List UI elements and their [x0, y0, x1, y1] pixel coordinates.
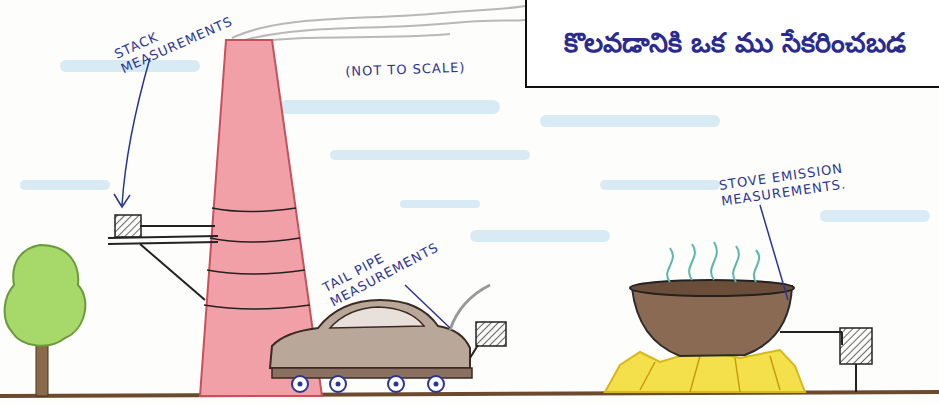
- handwritten-label: STOVE EMISSION MEASUREMENTS.: [718, 159, 861, 210]
- steam-lines: [667, 242, 759, 282]
- measurement-box: [115, 215, 141, 237]
- smoke-lines: [232, 6, 525, 42]
- sampling-tube: [780, 332, 842, 345]
- stack-bands: [204, 208, 310, 309]
- leader-line: [760, 205, 788, 300]
- tail-pipe-hose: [470, 345, 478, 358]
- caption-box: కొలవడానికి ఒక ము సేకరించబడ: [525, 0, 939, 88]
- leader-arrow: [114, 58, 150, 207]
- wheel-hubs: [298, 382, 439, 387]
- pot-rim: [630, 280, 794, 296]
- flame-strokes: [640, 356, 780, 392]
- box-stand: [855, 364, 857, 392]
- node-text: కొలవడానికి ఒక ము సేకరించబడ: [564, 23, 906, 63]
- handwritten-label: (NOT TO SCALE): [345, 58, 505, 80]
- measurement-box: [840, 328, 872, 364]
- car-wheels: [292, 376, 444, 392]
- tree-crown: [5, 245, 86, 346]
- car-window: [330, 307, 424, 328]
- car-body: [270, 300, 470, 368]
- leader-line: [405, 285, 450, 328]
- exhaust-plume: [450, 285, 490, 330]
- handwritten-label: TAIL PIPE MEASUREMENTS: [320, 229, 434, 310]
- measurement-box: [476, 322, 506, 346]
